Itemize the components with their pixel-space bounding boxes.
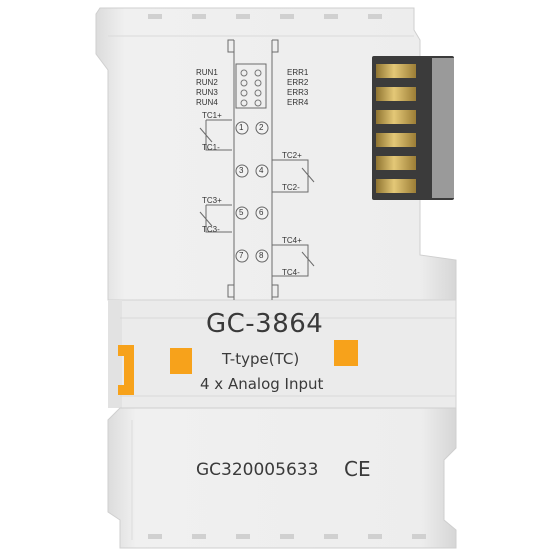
terminal-number: 8 bbox=[259, 251, 264, 260]
model-number: GC-3864 bbox=[206, 309, 324, 339]
led-cells bbox=[240, 69, 262, 107]
tc4-minus-label: TC4- bbox=[282, 268, 300, 277]
tc2-minus-label: TC2- bbox=[282, 183, 300, 192]
terminal-number: 3 bbox=[239, 166, 244, 175]
led-label-run3: RUN3 bbox=[196, 88, 218, 97]
tc1-plus-label: TC1+ bbox=[202, 111, 222, 120]
marker-right bbox=[334, 340, 358, 366]
serial-number: GC320005633 bbox=[196, 460, 319, 480]
led-label-err4: ERR4 bbox=[287, 98, 309, 107]
terminal-number: 5 bbox=[239, 208, 244, 217]
lower-body bbox=[107, 407, 457, 549]
function-description: 4 x Analog Input bbox=[200, 375, 324, 393]
led-label-run4: RUN4 bbox=[196, 98, 218, 107]
terminal-number: 4 bbox=[259, 166, 264, 175]
top-vents bbox=[148, 14, 382, 19]
terminal-number: 7 bbox=[239, 251, 244, 260]
marker-left bbox=[170, 348, 192, 374]
terminal-number: 2 bbox=[259, 123, 264, 132]
led-label-err3: ERR3 bbox=[287, 88, 309, 97]
terminal-number: 6 bbox=[259, 208, 264, 217]
tc3-plus-label: TC3+ bbox=[202, 196, 222, 205]
tc3-minus-label: TC3- bbox=[202, 225, 220, 234]
release-tab bbox=[118, 345, 134, 395]
led-label-run1: RUN1 bbox=[196, 68, 218, 77]
tc2-plus-label: TC2+ bbox=[282, 151, 302, 160]
led-label-err1: ERR1 bbox=[287, 68, 309, 77]
wiring-diagram bbox=[199, 39, 315, 300]
ce-mark: CE bbox=[344, 457, 371, 481]
terminal-circles bbox=[235, 121, 269, 263]
upper-body bbox=[95, 7, 457, 301]
led-label-run2: RUN2 bbox=[196, 78, 218, 87]
sensor-type: T-type(TC) bbox=[222, 350, 300, 368]
bottom-vents bbox=[148, 534, 426, 539]
tc1-minus-label: TC1- bbox=[202, 143, 220, 152]
led-label-err2: ERR2 bbox=[287, 78, 309, 87]
gold-contacts bbox=[376, 64, 416, 193]
terminal-number: 1 bbox=[239, 123, 244, 132]
tc4-plus-label: TC4+ bbox=[282, 236, 302, 245]
